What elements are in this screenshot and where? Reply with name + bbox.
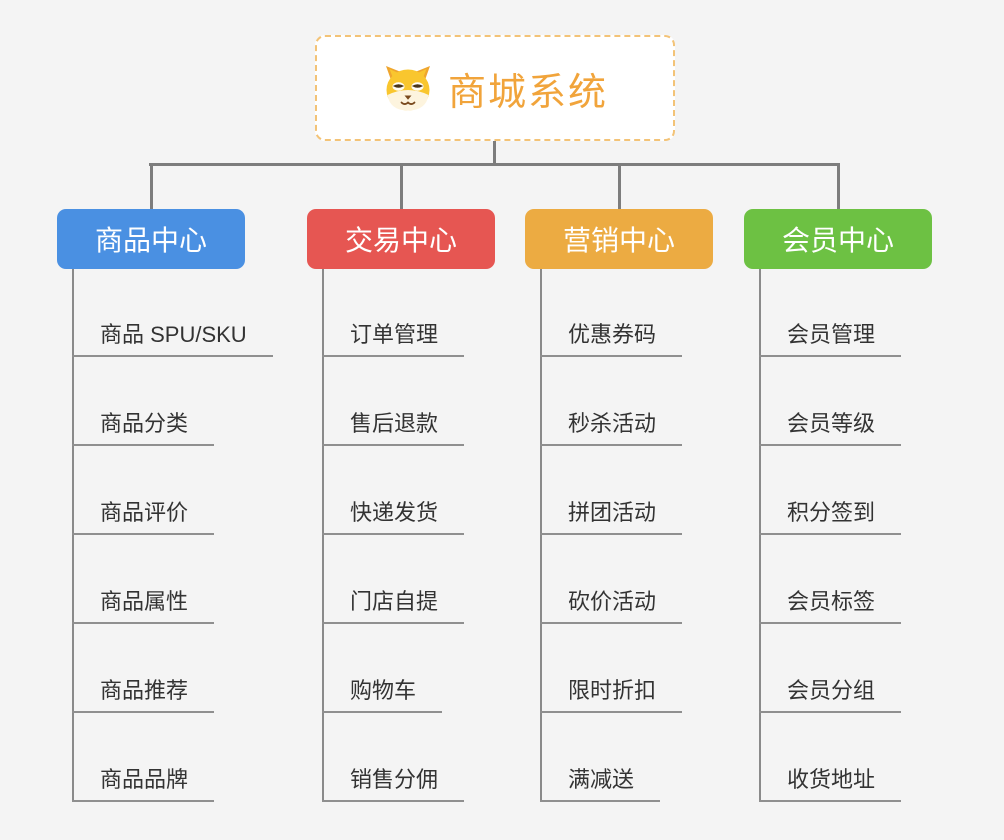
mindmap-node[interactable]: 积分签到 <box>759 498 902 535</box>
mindmap-node[interactable]: 销售分佣 <box>322 765 465 802</box>
mindmap-node[interactable]: 收货地址 <box>759 765 902 802</box>
mindmap-node[interactable]: 商品分类 <box>72 409 215 446</box>
connector-bus-line <box>149 163 840 166</box>
mindmap-node[interactable]: 优惠券码 <box>540 320 683 357</box>
mindmap-node[interactable]: 购物车 <box>322 676 443 713</box>
connector-drop-trade <box>400 163 403 210</box>
mindmap-node[interactable]: 商品 SPU/SKU <box>72 320 273 357</box>
connector-drop-marketing <box>618 163 621 210</box>
mindmap-node[interactable]: 限时折扣 <box>540 676 683 713</box>
mindmap-node[interactable]: 订单管理 <box>322 320 465 357</box>
mindmap-node[interactable]: 满减送 <box>540 765 661 802</box>
dog-face-icon <box>382 64 434 112</box>
mindmap-node[interactable]: 砍价活动 <box>540 587 683 624</box>
connector-drop-member <box>837 163 840 210</box>
mindmap-node[interactable]: 会员管理 <box>759 320 902 357</box>
mindmap-node[interactable]: 会员等级 <box>759 409 902 446</box>
root-node[interactable]: 商城系统 <box>315 35 675 141</box>
branch-header-member-center[interactable]: 会员中心 <box>744 209 932 269</box>
connector-drop-product <box>150 163 153 210</box>
mindmap-node[interactable]: 会员分组 <box>759 676 902 713</box>
root-node-title: 商城系统 <box>447 71 608 114</box>
mindmap-node[interactable]: 快递发货 <box>322 498 465 535</box>
branch-header-product-center[interactable]: 商品中心 <box>57 209 245 269</box>
mindmap-node[interactable]: 商品品牌 <box>72 765 215 802</box>
connector-rail-marketing <box>540 269 542 802</box>
mindmap-node[interactable]: 商品推荐 <box>72 676 215 713</box>
mindmap-node[interactable]: 拼团活动 <box>540 498 683 535</box>
mindmap-node[interactable]: 商品评价 <box>72 498 215 535</box>
mindmap-node[interactable]: 门店自提 <box>322 587 465 624</box>
mindmap-node[interactable]: 售后退款 <box>322 409 465 446</box>
connector-rail-product <box>72 269 74 802</box>
mindmap-node[interactable]: 商品属性 <box>72 587 215 624</box>
connector-root-stub <box>493 139 496 164</box>
connector-rail-member <box>759 269 761 802</box>
branch-header-trade-center[interactable]: 交易中心 <box>307 209 495 269</box>
branch-header-marketing-center[interactable]: 营销中心 <box>525 209 713 269</box>
connector-rail-trade <box>322 269 324 802</box>
mindmap-node[interactable]: 会员标签 <box>759 587 902 624</box>
mindmap-node[interactable]: 秒杀活动 <box>540 409 683 446</box>
